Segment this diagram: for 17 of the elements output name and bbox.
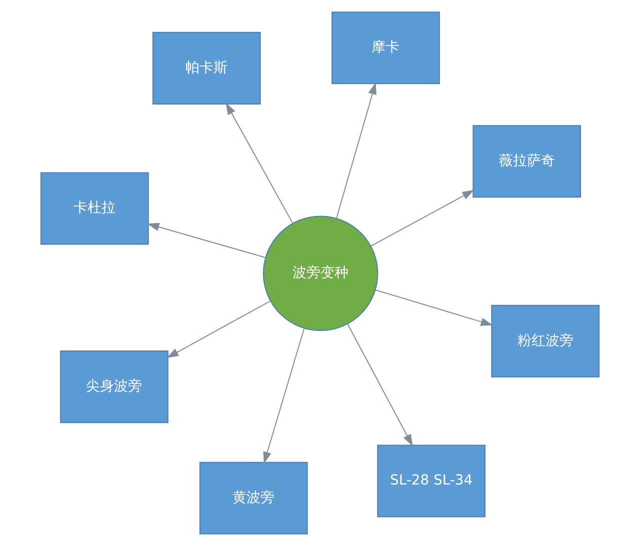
node-box: 摩卡 bbox=[332, 12, 440, 84]
arrow bbox=[336, 82, 376, 219]
arrow bbox=[166, 300, 271, 358]
node-box: SL-28 SL-34 bbox=[377, 444, 486, 518]
node-box: 帕卡斯 bbox=[152, 32, 261, 104]
arrow bbox=[347, 323, 413, 446]
arrow bbox=[375, 289, 493, 326]
arrow bbox=[147, 222, 266, 258]
arrow bbox=[226, 102, 294, 224]
arrow bbox=[263, 328, 305, 464]
node-box: 薇拉萨奇 bbox=[472, 125, 581, 198]
node-circle: 波旁变种 bbox=[262, 216, 378, 332]
node-box: 黄波旁 bbox=[199, 462, 308, 534]
node-box: 尖身波旁 bbox=[60, 350, 168, 424]
node-box: 卡杜拉 bbox=[40, 172, 149, 245]
node-box: 粉红波旁 bbox=[491, 304, 600, 378]
arrow bbox=[370, 190, 474, 246]
